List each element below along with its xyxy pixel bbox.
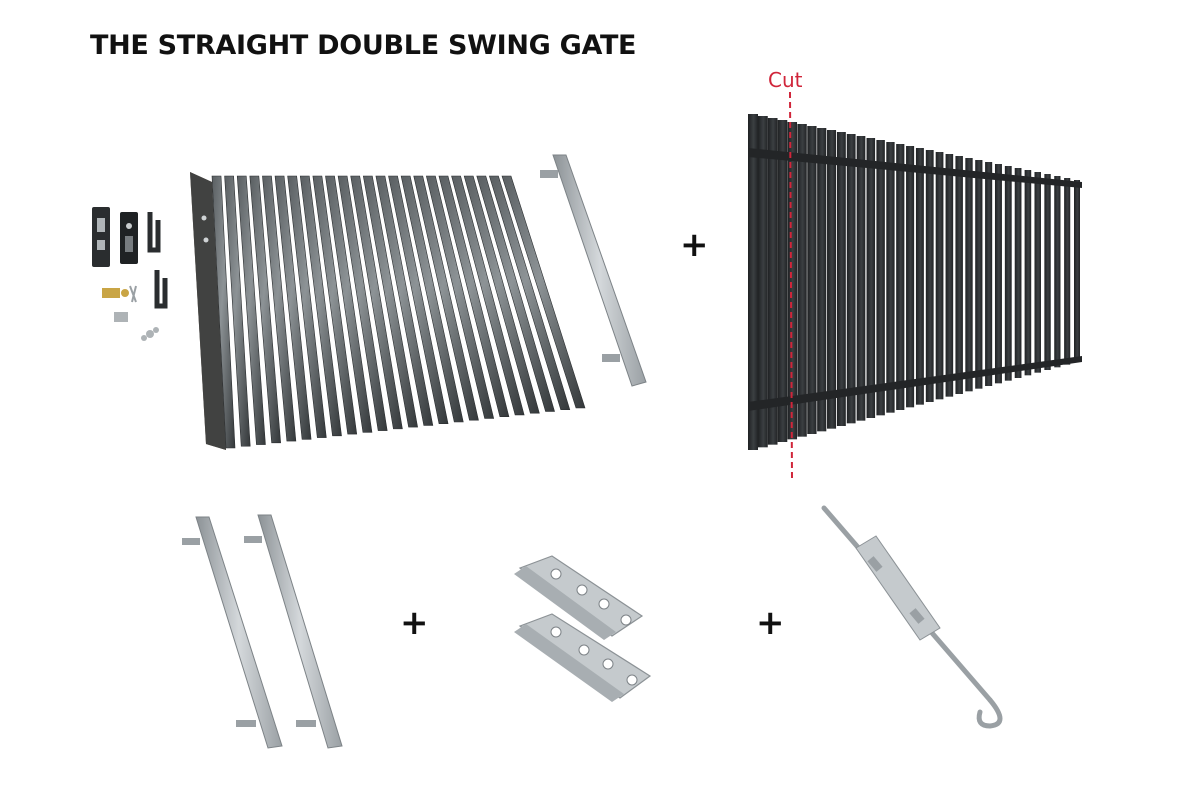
hinge-pair-image [514,555,652,702]
plus-sign-bottom-left: + [400,603,429,643]
fence-panel-image [748,114,1082,450]
gate-panel-image [190,172,586,450]
steel-post-pair-image [182,514,343,749]
gate-slat [337,175,388,431]
gate-slat [375,175,434,426]
fence-slat [856,136,866,421]
page-title: THE STRAIGHT DOUBLE SWING GATE [90,30,637,61]
fence-slat [817,128,827,432]
gate-slat [312,175,358,435]
fence-slat [975,160,983,389]
fence-slat [777,120,788,442]
fence-slat [994,164,1002,384]
gate-slat [413,175,479,421]
fence-slat [935,152,944,400]
plus-sign-bottom-right: + [756,603,785,643]
fence-slat [836,132,846,426]
cut-label: Cut [768,68,803,92]
fence-slat [757,116,768,448]
fence-top-rail [748,148,1082,188]
gate-slat [236,175,266,445]
fence-slat [797,124,807,437]
gate-slat [400,175,464,423]
drop-bolt-image [821,505,1003,729]
fence-slat [906,146,915,408]
fence-slat [787,122,798,440]
fence-slat [1024,170,1032,376]
gate-slat [224,175,251,447]
fence-bottom-rail [748,356,1082,411]
fence-slat [807,126,817,434]
gate-slat [362,175,418,428]
fence-slat [866,138,876,418]
gate-slat [451,175,525,416]
fence-slat [827,130,837,429]
fence-slat [896,144,905,410]
gate-slat [262,175,297,442]
fence-slat [876,140,885,416]
fence-slat [985,162,993,386]
fence-slat [925,150,934,402]
gate-slat [287,175,327,438]
gate-slat [299,175,342,437]
fence-slat [1054,176,1061,368]
gate-slat [438,175,510,417]
fence-slat [748,114,758,450]
gate-slat [211,175,236,449]
fence-slat [915,148,924,405]
gate-slat [350,175,403,430]
fence-slat [955,156,963,394]
gate-slat [501,175,586,409]
gate-slat [249,175,281,444]
steel-post-image [540,154,647,387]
fence-slat [1044,174,1051,370]
fence-slat [1034,172,1041,373]
gate-slat [425,175,495,419]
cut-line [789,91,793,481]
fence-slat [1014,168,1022,378]
fence-slat [886,142,895,413]
gate-slat [274,175,312,440]
fence-slat [1064,178,1071,365]
gate-slat [325,175,373,433]
fence-slat [767,118,778,445]
fence-slat [846,134,856,424]
fence-slat [1004,166,1012,381]
gate-slat [488,175,571,411]
plus-sign-top: + [680,225,709,265]
fence-slat [1074,180,1080,362]
gate-slat [388,175,449,424]
fence-slat [945,154,954,397]
gate-slat [463,175,540,414]
gate-slat [476,175,555,412]
fence-slat [965,158,973,392]
latch-lock-hardware-image [92,207,168,341]
